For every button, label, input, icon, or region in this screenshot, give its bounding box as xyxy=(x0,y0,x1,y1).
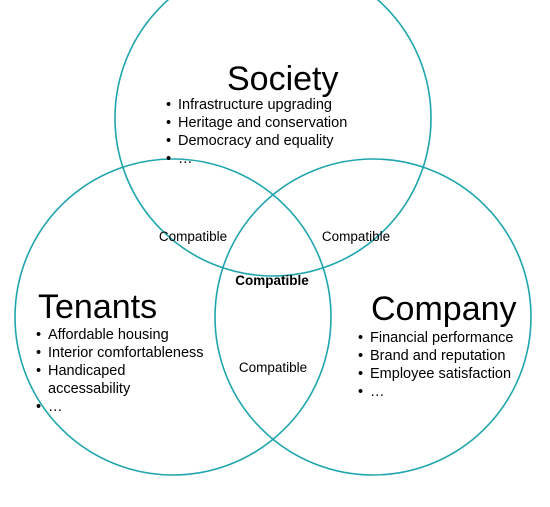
company-item: … xyxy=(358,383,513,401)
company-title: Company xyxy=(371,290,517,328)
overlap-society-tenants-label: Compatible xyxy=(158,229,228,244)
company-list: Financial performance Brand and reputati… xyxy=(358,329,513,401)
overlap-society-company-label: Compatible xyxy=(321,229,391,244)
tenants-item: … xyxy=(36,398,221,416)
society-title: Society xyxy=(227,60,339,98)
society-list: Infrastructure upgrading Heritage and co… xyxy=(166,96,347,168)
society-item: Heritage and conservation xyxy=(166,114,347,132)
tenants-item: Handicaped accessability xyxy=(36,362,148,398)
society-circle xyxy=(114,0,432,277)
tenants-item: Interior comfortableness xyxy=(36,344,221,362)
tenants-list: Affordable housing Interior comfortablen… xyxy=(36,326,221,416)
tenants-item: Affordable housing xyxy=(36,326,221,344)
company-circle xyxy=(214,158,532,476)
tenants-title: Tenants xyxy=(38,288,158,326)
society-item: … xyxy=(166,150,347,168)
overlap-tenants-company-label: Compatible xyxy=(238,360,308,375)
company-item: Financial performance xyxy=(358,329,513,347)
society-item: Democracy and equality xyxy=(166,132,347,150)
overlap-all-label: Compatible xyxy=(235,273,309,288)
company-item: Brand and reputation xyxy=(358,347,513,365)
society-item: Infrastructure upgrading xyxy=(166,96,347,114)
company-item: Employee satisfaction xyxy=(358,365,513,383)
